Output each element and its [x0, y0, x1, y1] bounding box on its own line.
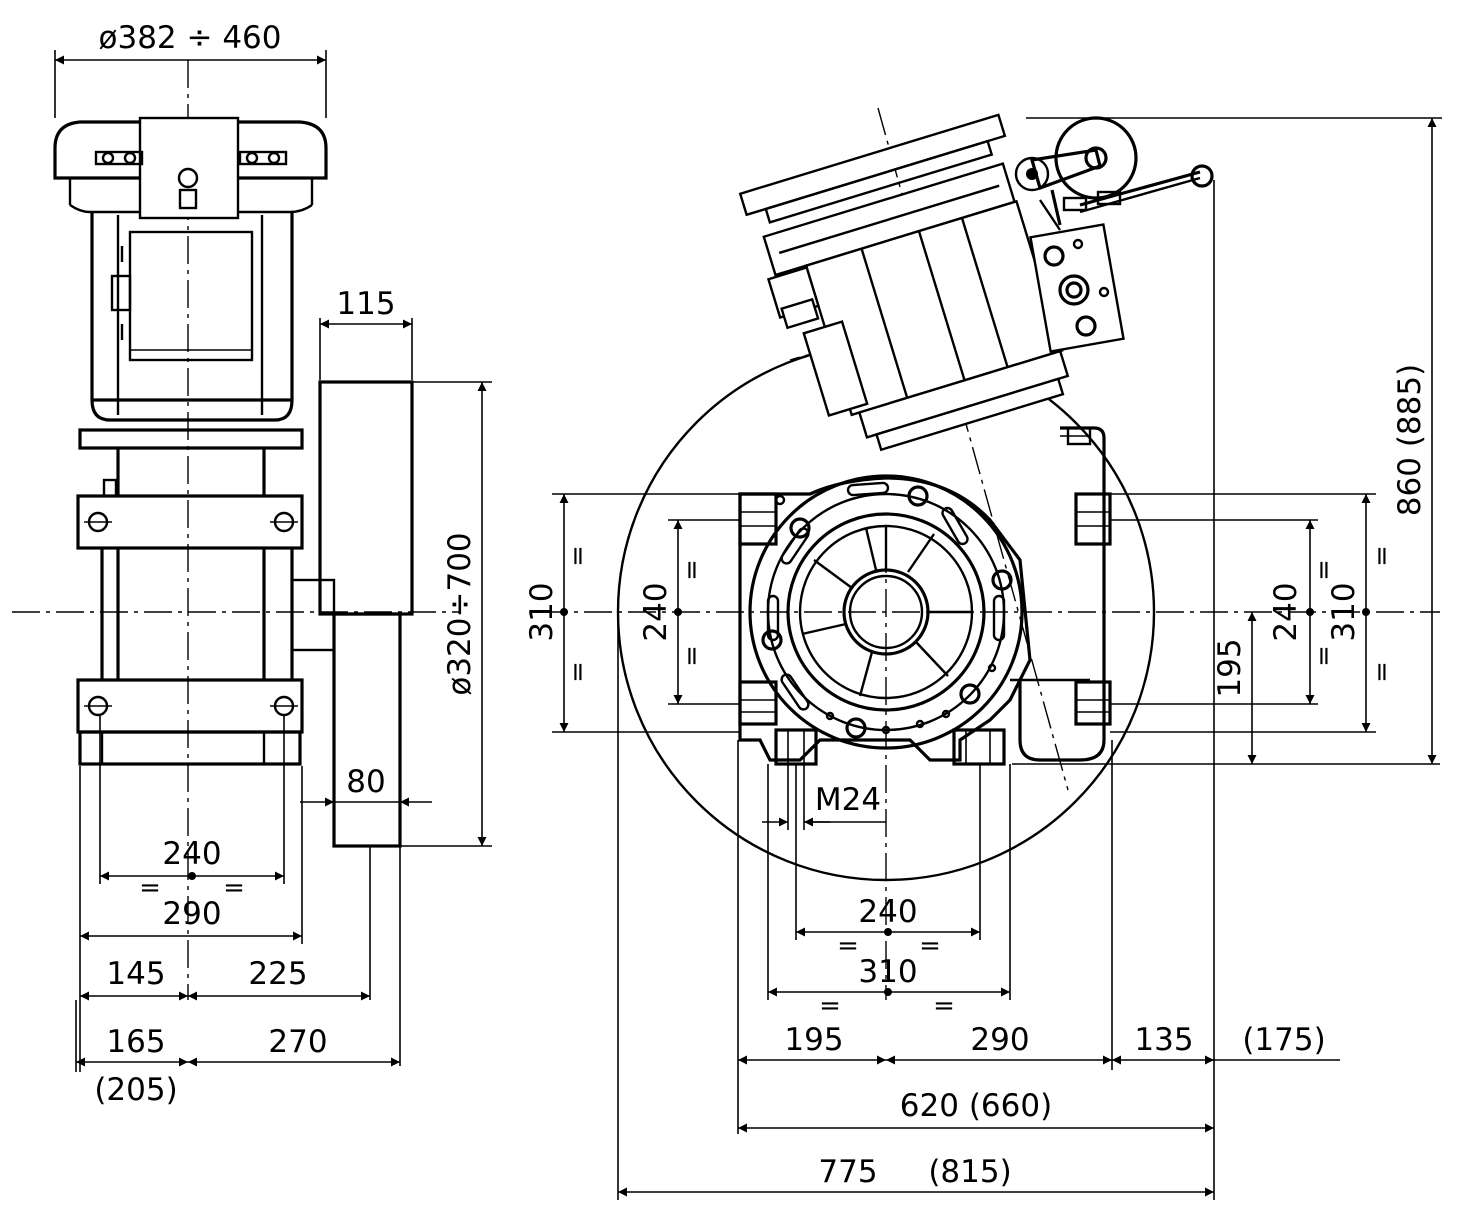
equal-mark: =: [677, 559, 707, 581]
equal-mark: =: [1309, 559, 1339, 581]
cable-gland-icon: [1058, 274, 1090, 306]
equal-mark: =: [677, 645, 707, 667]
dim-middle-part: 290: [970, 1022, 1029, 1058]
dim-left-height-outer: 310: [524, 582, 560, 641]
hub-bolt-icon: [959, 683, 981, 705]
dim-total-height: 860 (885): [1392, 364, 1428, 516]
cable-gland-icon: [1075, 315, 1097, 337]
dim-thread: M24: [815, 782, 881, 818]
equal-mark: =: [563, 661, 593, 683]
dim-flange-width: 115: [336, 286, 395, 322]
front-dimensions: 310 = = 240 = = 240 = = 310 =: [524, 117, 1442, 1200]
equal-mark: =: [1367, 661, 1397, 683]
dim-hole-spacing: 240: [162, 836, 221, 872]
cable-gland-icon: [1043, 245, 1065, 267]
lifting-eye-icon: [177, 167, 199, 189]
dim-left-total-alt: (205): [94, 1072, 177, 1108]
front-view: 310 = = 240 = = 240 = = 310 =: [524, 107, 1442, 1200]
dim-left-part: 195: [784, 1022, 843, 1058]
motor-top-flange: [53, 116, 328, 220]
dim-base-width: 620 (660): [900, 1088, 1052, 1124]
dim-right-height-outer: 310: [1326, 582, 1362, 641]
dim-right-height-inner: 240: [1268, 582, 1304, 641]
dim-right-total: 270: [268, 1024, 327, 1060]
dim-top-diameter: ø382 ÷ 460: [99, 20, 282, 56]
sheave-hub: [748, 474, 1024, 750]
equal-mark: =: [139, 873, 161, 903]
equal-mark: =: [933, 991, 955, 1021]
lever-knob-icon: [1190, 164, 1214, 188]
traction-sheave: [318, 380, 414, 1066]
equal-mark: =: [1309, 645, 1339, 667]
equal-mark: =: [837, 931, 859, 961]
dim-right-part: 135: [1134, 1022, 1193, 1058]
gearbox-frame: [76, 428, 336, 766]
hub-bolt-icon: [761, 629, 783, 651]
dim-axle-height: 195: [1212, 638, 1248, 697]
dim-left-offset: 145: [106, 956, 165, 992]
dim-left-height-inner: 240: [638, 582, 674, 641]
equal-mark: =: [819, 991, 841, 1021]
dim-right-part-alt: (175): [1242, 1022, 1325, 1058]
dim-wheel-width: 80: [346, 764, 385, 800]
motor-body: [90, 212, 294, 422]
equal-mark: =: [919, 931, 941, 961]
dim-bottom-holes: 240: [858, 894, 917, 930]
hub-bolt-icon: [845, 717, 867, 739]
side-dimensions: ø382 ÷ 460 115 ø320÷700 80 240 = =: [54, 20, 492, 1108]
brake-lever: [1014, 116, 1214, 231]
dim-bottom-plate: 310: [858, 954, 917, 990]
dim-right-offset: 225: [248, 956, 307, 992]
inclined-motor: [738, 113, 1070, 452]
equal-mark: =: [563, 545, 593, 567]
handwheel-icon: [1054, 116, 1138, 200]
side-view: ø382 ÷ 460 115 ø320÷700 80 240 = =: [12, 20, 492, 1108]
equal-mark: =: [1367, 545, 1397, 567]
dim-total-width-alt: (815): [928, 1154, 1011, 1190]
hub-bolt-icon: [907, 485, 929, 507]
hub-bolt-icon: [991, 569, 1013, 591]
terminal-box: [1029, 223, 1125, 353]
dim-plate-width: 290: [162, 896, 221, 932]
dim-wheel-diameter: ø320÷700: [442, 532, 478, 695]
dim-total-width: 775: [818, 1154, 877, 1190]
hub-bolt-icon: [789, 517, 811, 539]
dim-left-total: 165: [106, 1024, 165, 1060]
motor-axis-centerline: [877, 107, 1069, 791]
equal-mark: =: [223, 873, 245, 903]
